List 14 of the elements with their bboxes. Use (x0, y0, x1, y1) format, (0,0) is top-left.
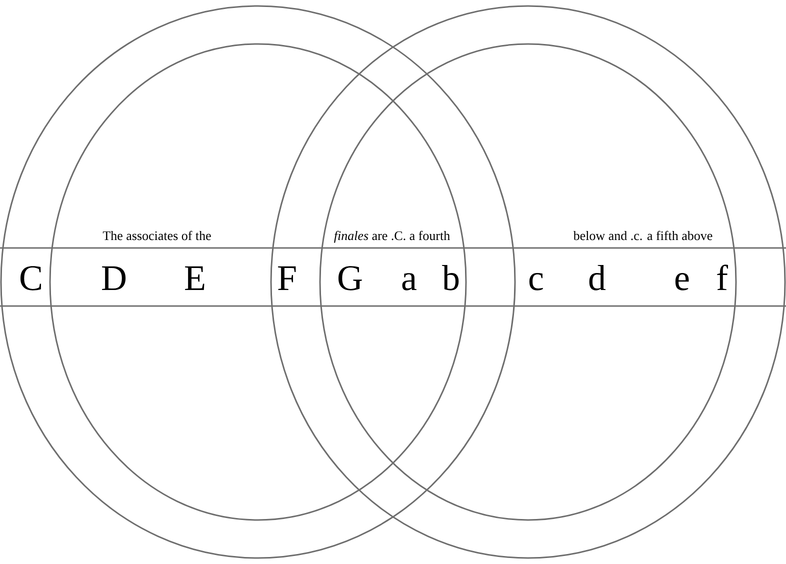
note-letter: a (402, 273, 416, 290)
note-letter: d (589, 265, 606, 290)
note-letter: D (102, 266, 126, 290)
note-letter: F (278, 266, 296, 290)
note-letter: E (185, 266, 204, 290)
note-letter: C (20, 266, 42, 290)
note-letter: c (529, 273, 543, 290)
note-letter: b (442, 265, 459, 290)
band-text: The associates of the (102, 230, 211, 240)
band-text: finales are .C. a fourth (334, 230, 450, 243)
note-letter: e (675, 273, 689, 290)
note-letter: f (717, 264, 728, 290)
band-text: below and .c. a fifth above (573, 230, 712, 240)
note-letter: G (338, 266, 362, 290)
